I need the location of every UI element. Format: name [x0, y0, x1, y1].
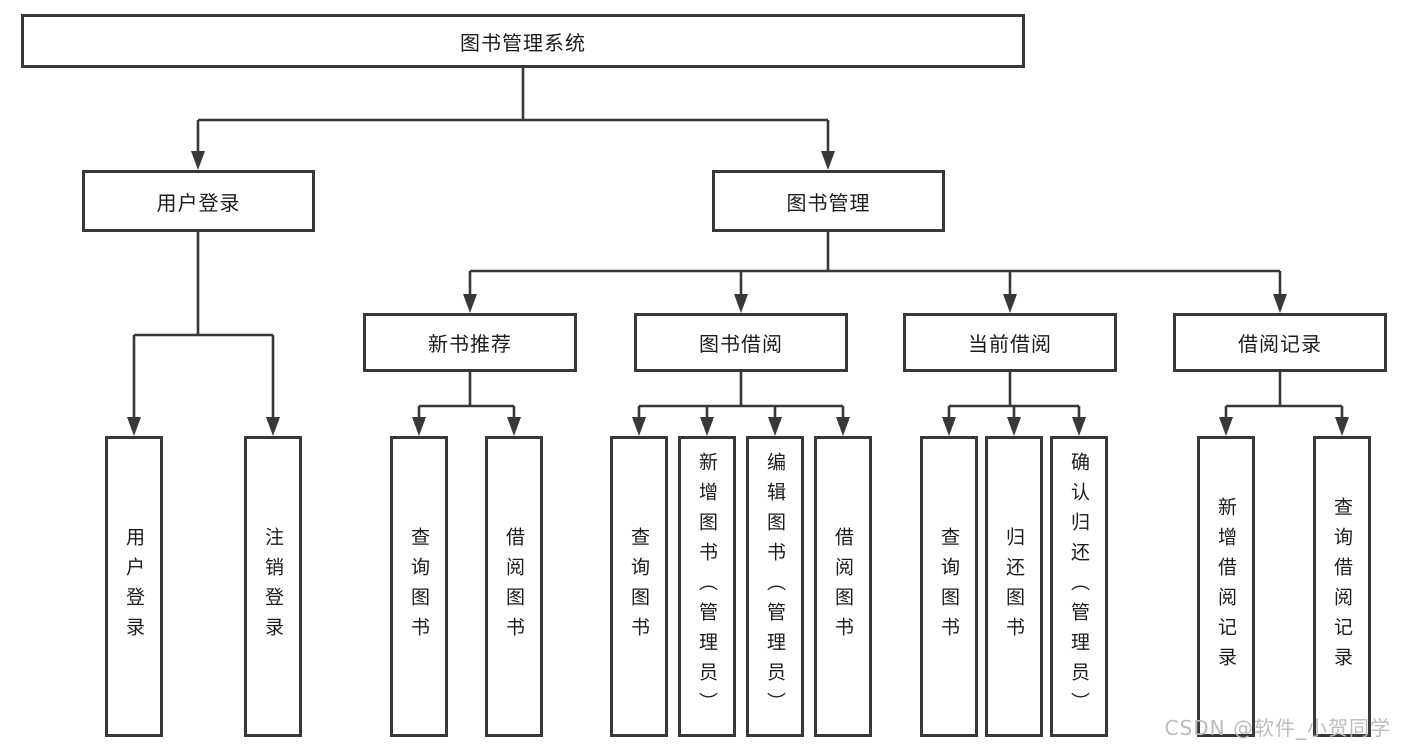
leaf-return-books: 归还图书 — [985, 436, 1043, 737]
leaf-add-borrow-record: 新增借阅记录 — [1197, 436, 1255, 737]
node-new-book-recommend-label: 新书推荐 — [428, 332, 512, 356]
csdn-watermark: CSDN @软件_小贺同学 — [1164, 716, 1391, 740]
node-user-login: 用户登录 — [82, 170, 315, 232]
node-borrowing-records: 借阅记录 — [1173, 313, 1387, 372]
leaf-borrow-books: 借阅图书 — [814, 436, 872, 737]
leaf-query-books-recommend: 查询图书 — [390, 436, 448, 737]
leaf-confirm-return-admin: 确认归还（管理员） — [1050, 436, 1108, 737]
node-new-book-recommend: 新书推荐 — [363, 313, 577, 372]
leaf-edit-book-admin: 编辑图书（管理员） — [746, 436, 804, 737]
leaf-query-borrow-record: 查询借阅记录 — [1313, 436, 1371, 737]
node-book-borrowing: 图书借阅 — [634, 313, 848, 372]
leaf-borrow-books-recommend: 借阅图书 — [485, 436, 543, 737]
node-current-borrowing-label: 当前借阅 — [968, 332, 1052, 356]
node-library-system: 图书管理系统 — [21, 14, 1025, 68]
leaf-logout: 注销登录 — [244, 436, 302, 737]
leaf-query-books-borrowing: 查询图书 — [610, 436, 668, 737]
node-borrowing-records-label: 借阅记录 — [1238, 332, 1322, 356]
node-book-borrowing-label: 图书借阅 — [699, 332, 783, 356]
node-library-system-label: 图书管理系统 — [460, 30, 586, 55]
node-book-management: 图书管理 — [712, 170, 945, 232]
node-book-management-label: 图书管理 — [786, 190, 871, 215]
leaf-add-book-admin: 新增图书（管理员） — [678, 436, 736, 737]
leaf-query-books-current: 查询图书 — [920, 436, 978, 737]
leaf-user-login: 用户登录 — [105, 436, 163, 737]
node-current-borrowing: 当前借阅 — [903, 313, 1117, 372]
node-user-login-label: 用户登录 — [156, 190, 241, 215]
